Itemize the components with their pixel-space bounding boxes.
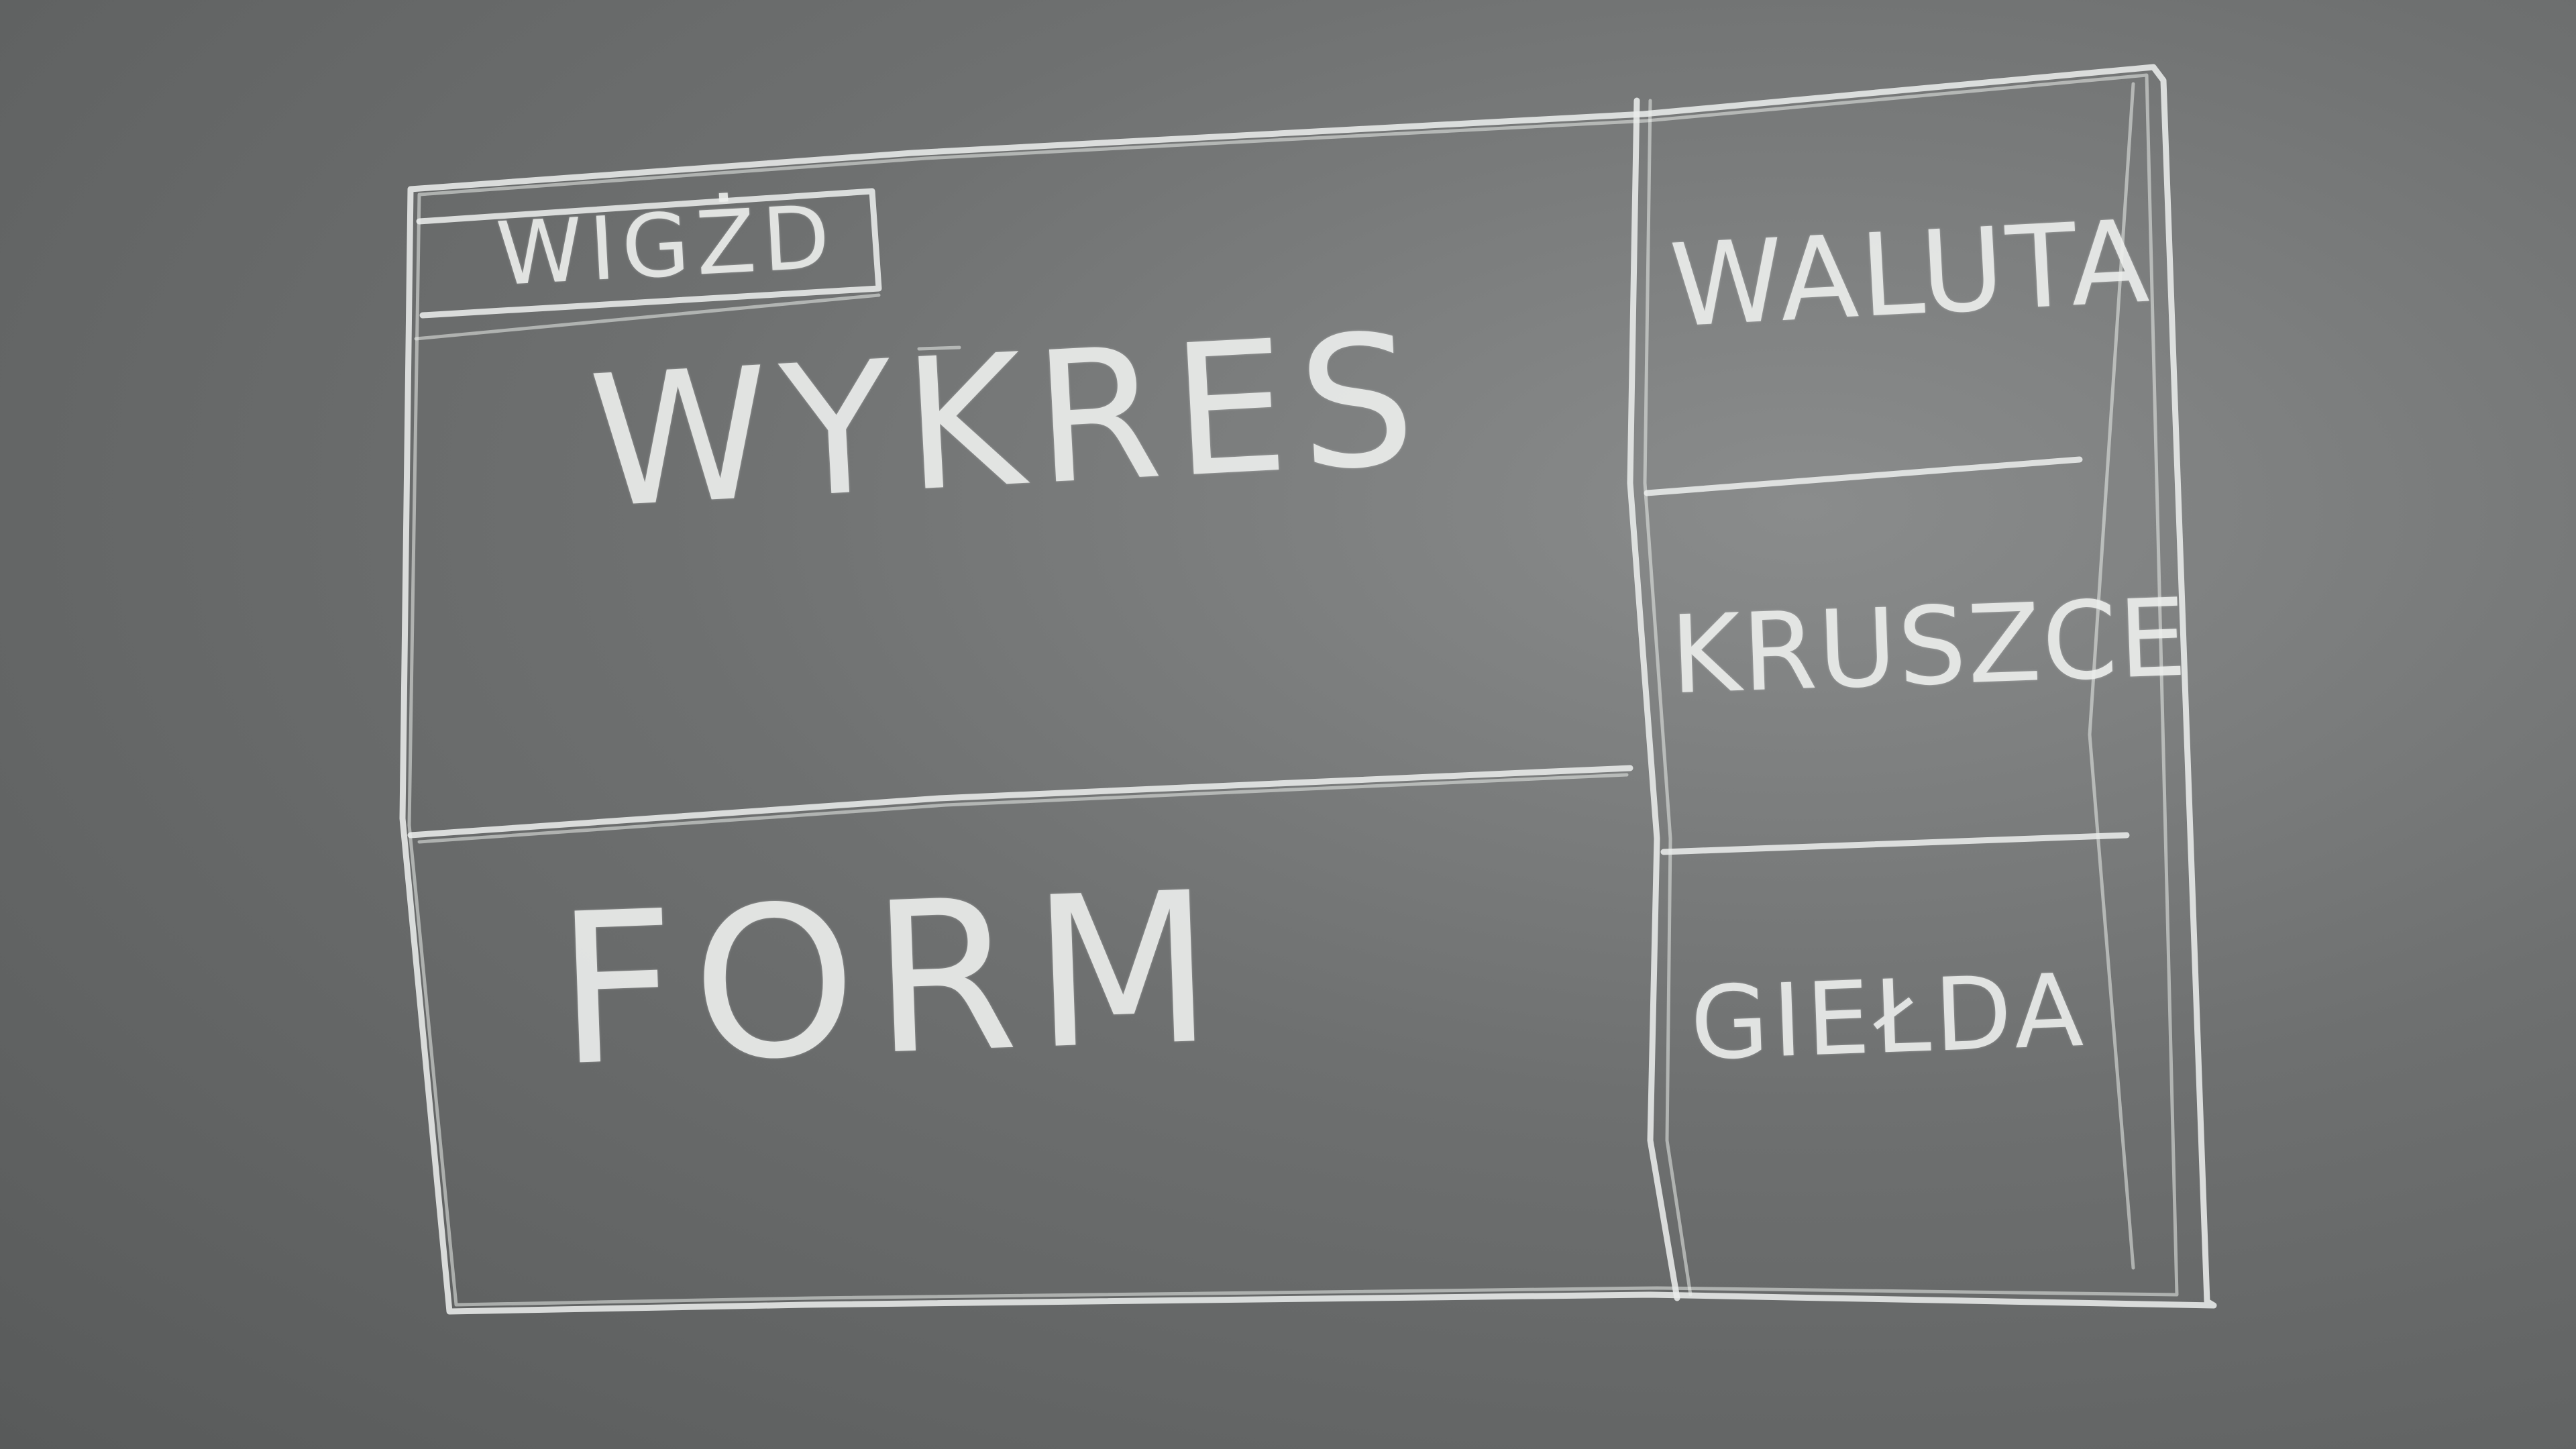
outer-frame-echo	[407, 73, 2179, 1307]
frame-right-stroke	[2088, 82, 2135, 1270]
chart-panel-label: WYKRES	[585, 293, 1432, 549]
chalk-tick	[917, 345, 961, 351]
sidebar-item-kruszce: KRUSZCE	[1668, 574, 2190, 718]
sidebar-divider	[1627, 97, 1680, 1301]
widget-tab-label: WIGŻD	[494, 185, 839, 306]
sidebar-divider-2	[1660, 832, 2130, 855]
sidebar-item-gielda: GIEŁDA	[1688, 952, 2089, 1083]
outer-frame	[399, 64, 2217, 1315]
sidebar-divider-1	[1644, 456, 2083, 496]
widget-tab-box	[416, 188, 882, 319]
form-panel-label: FORM	[553, 847, 1233, 1113]
chart-form-divider-echo	[417, 773, 1629, 844]
sidebar-item-waluta: WALUTA	[1667, 195, 2155, 354]
sidebar-divider-echo	[1643, 99, 1693, 1297]
widget-tab-underline	[414, 293, 881, 341]
chart-form-divider	[407, 765, 1633, 839]
